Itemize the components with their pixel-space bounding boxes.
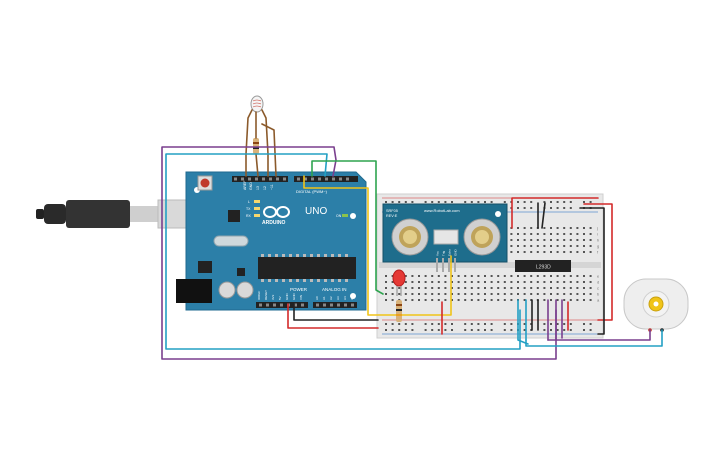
sensor-pin-label: Echo	[448, 249, 452, 256]
voltage-regulator	[198, 261, 212, 273]
sensor-brand: www.RobotLab.com	[424, 208, 460, 213]
sensor-pin-label: GND	[454, 249, 458, 257]
power-pin-label: GND	[285, 293, 289, 301]
row-letter: i	[597, 232, 598, 237]
analog-pin-label: A0	[315, 296, 319, 300]
capacitor	[236, 281, 254, 299]
sensor-revision: REV:E	[386, 214, 398, 218]
row-letter: c	[597, 286, 599, 291]
jumper-black-2[interactable]	[541, 202, 546, 229]
pin-12-label: 12	[263, 186, 267, 190]
row-letter: j	[596, 226, 598, 231]
power-pin-label: VIN	[299, 295, 303, 300]
usb-cable[interactable]	[36, 199, 195, 229]
sensor-model: SRF05	[386, 209, 398, 213]
led-tx-label: TX	[246, 207, 251, 211]
arduino-uno-board[interactable]: AREF GND 13 12 ~11 DIGITAL (PWM~) L TX R…	[176, 171, 367, 311]
power-pin-label: IOREF	[257, 291, 261, 300]
power-jack[interactable]	[176, 279, 212, 303]
analog-pin-label: A4	[343, 296, 347, 300]
row-letter: a	[597, 298, 600, 303]
gnd-label: GND	[249, 182, 253, 190]
mount-hole	[350, 213, 356, 219]
on-led	[342, 214, 348, 217]
red-led[interactable]	[392, 269, 406, 296]
ldr-lead-left[interactable]	[245, 109, 253, 177]
photoresistor[interactable]	[250, 95, 264, 113]
transducer-left	[391, 218, 429, 256]
mount-hole	[350, 293, 356, 299]
ldr-lead-extra[interactable]	[261, 123, 277, 177]
power-pin-label: 3V3	[271, 294, 275, 300]
power-pin-label: GND	[292, 293, 296, 301]
row-letter: g	[597, 244, 599, 249]
row-letter: h	[597, 238, 599, 243]
model-text: UNO	[305, 206, 327, 217]
sensor-pin[interactable]	[448, 258, 450, 272]
wire-motor-purple[interactable]	[547, 329, 651, 341]
brand-text: ARDUINO	[262, 220, 285, 226]
crystal	[433, 229, 459, 245]
sensor-pin[interactable]	[442, 258, 444, 272]
power-pin-label: 5V	[278, 296, 282, 300]
digital-label: DIGITAL (PWM~)	[296, 189, 328, 194]
wire-cyan-outer[interactable]	[165, 153, 521, 350]
smd-chip	[237, 268, 245, 276]
wire-5v[interactable]	[287, 303, 379, 329]
analog-header[interactable]	[313, 302, 357, 308]
pin-13-label: 13	[256, 186, 260, 190]
wire-gnd[interactable]	[293, 303, 379, 321]
wire-motor-cyan[interactable]	[525, 329, 663, 347]
crystal-oscillator	[213, 235, 249, 247]
resistor-lead[interactable]	[255, 153, 259, 177]
ldr-lead-right[interactable]	[261, 109, 269, 177]
jumper-red-right[interactable]	[583, 203, 613, 321]
power-label: POWER	[290, 287, 308, 292]
wire-purple-outer[interactable]	[161, 146, 557, 360]
reset-button[interactable]	[197, 175, 213, 191]
row-letter: e	[597, 274, 600, 279]
usb-chip	[228, 210, 240, 222]
center-channel	[379, 262, 601, 268]
analog-pin-label: A3	[336, 296, 340, 300]
sensor-mount-hole	[495, 211, 501, 217]
led-resistor[interactable]	[396, 300, 402, 322]
led-l	[254, 200, 260, 203]
led-tx	[254, 207, 260, 210]
row-letter: b	[597, 292, 600, 297]
jumper-black-right[interactable]	[579, 207, 605, 335]
capacitor	[218, 281, 236, 299]
dc-motor[interactable]	[623, 278, 689, 332]
pin-11-label: ~11	[270, 184, 274, 190]
led-l-label: L	[248, 200, 250, 204]
analog-pin-label: A1	[322, 296, 326, 300]
analog-label: ANALOG IN	[322, 287, 347, 292]
wire-green[interactable]	[311, 160, 384, 295]
jumper-red-top[interactable]	[511, 197, 599, 229]
led-rx	[254, 214, 260, 217]
chip-label: L293D	[536, 265, 551, 271]
row-letter: d	[597, 280, 599, 285]
atmega-chip	[258, 257, 356, 279]
sensor-pin[interactable]	[454, 258, 456, 272]
sensor-pin[interactable]	[436, 258, 438, 272]
row-letter: f	[597, 250, 599, 255]
top-resistor[interactable]	[253, 138, 259, 154]
aref-label: AREF	[243, 181, 247, 190]
wire-yellow[interactable]	[303, 175, 452, 316]
power-pin-label: RESET	[264, 290, 268, 300]
jumper-cyan-a[interactable]	[517, 299, 529, 345]
sensor-pin-label: Trig	[442, 251, 446, 256]
analog-pin-label: A5	[350, 296, 354, 300]
on-label: ON	[336, 214, 342, 218]
analog-pin-label: A2	[329, 296, 333, 300]
arduino-infinity-logo	[263, 206, 290, 218]
transducer-right	[463, 218, 501, 256]
sensor-pin-label: Vcc	[436, 250, 440, 256]
l293d-chip[interactable]: L293D	[515, 260, 571, 272]
led-rx-label: RX	[246, 214, 252, 218]
digital-header-left[interactable]	[232, 176, 288, 182]
